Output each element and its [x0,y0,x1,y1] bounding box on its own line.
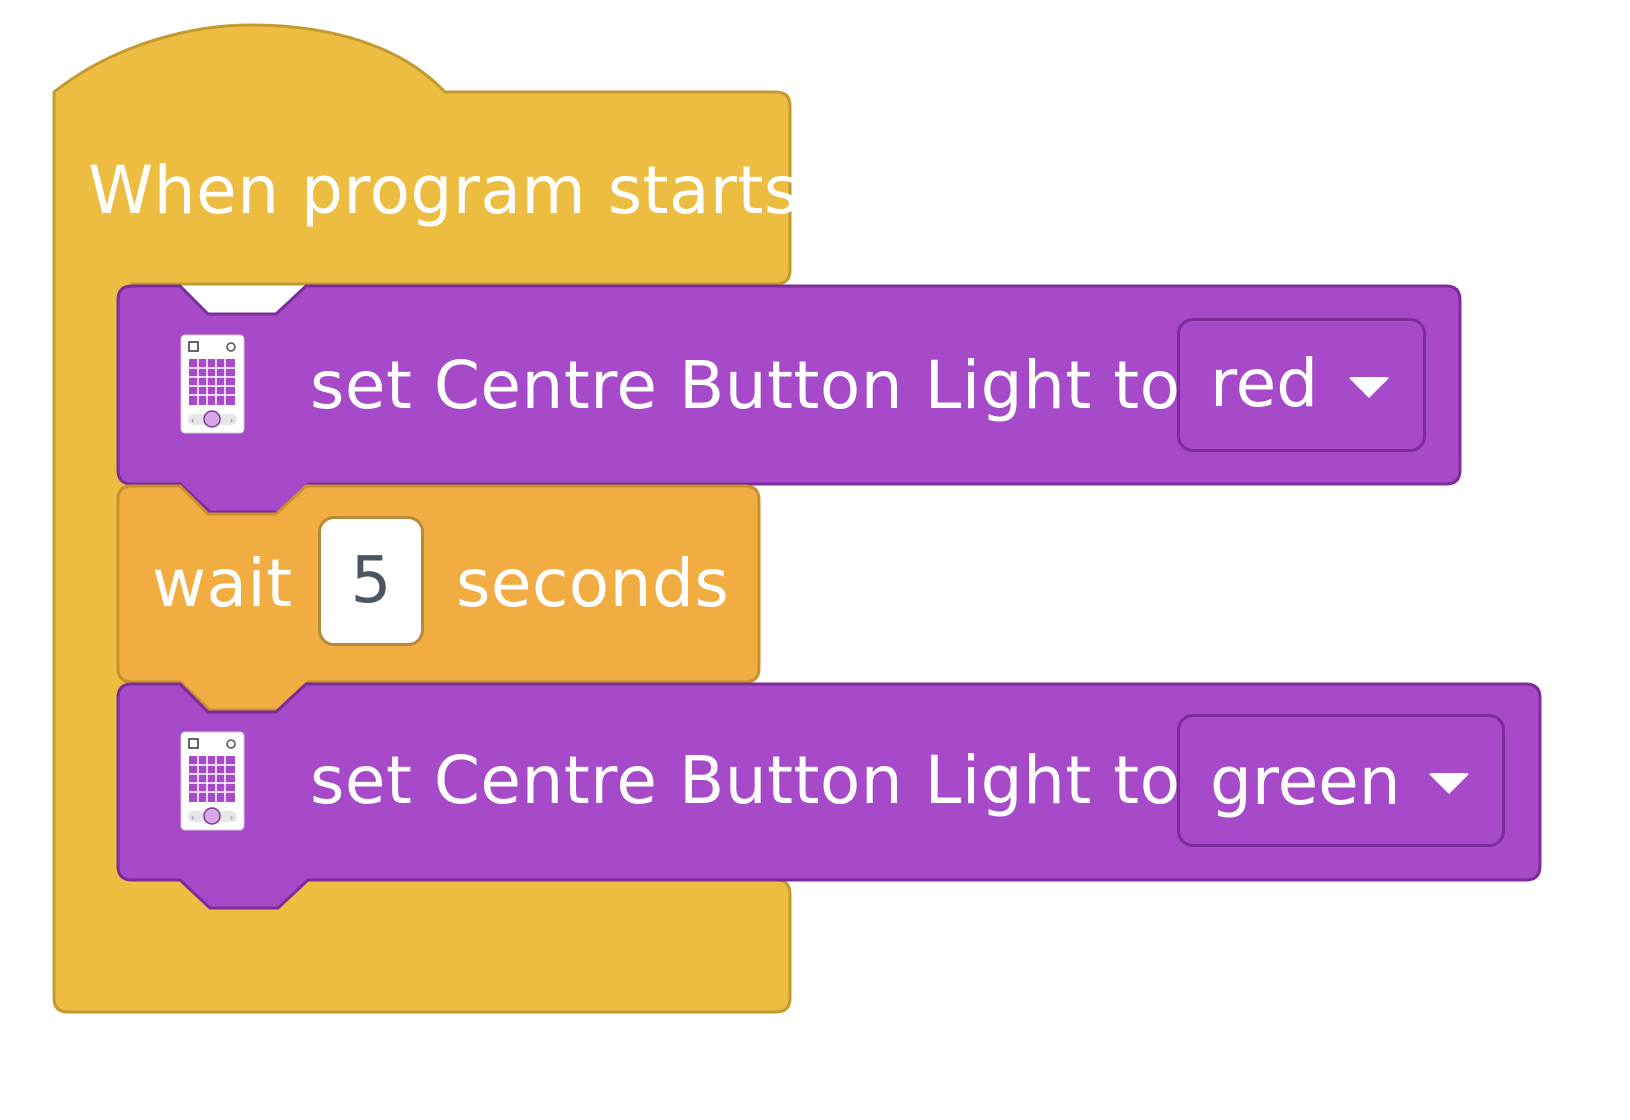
wait-block[interactable] [116,484,761,712]
dropdown-value: red [1210,345,1319,422]
device-icon: ‹ › [180,334,245,434]
seconds-label: seconds [456,545,730,622]
set-light-block-red[interactable] [116,284,1462,514]
svg-text:‹: ‹ [191,813,194,822]
svg-text:›: › [230,416,233,425]
set-light-label: set Centre Button Light to [310,347,1181,424]
svg-text:‹: ‹ [191,416,194,425]
light-color-dropdown[interactable]: red [1177,318,1426,452]
event-block-label: When program starts [88,152,799,229]
wait-label: wait [152,545,293,622]
event-hat-block[interactable] [52,23,792,1014]
dropdown-value: green [1210,743,1401,820]
device-icon: ‹ › [180,731,245,831]
chevron-down-icon [1348,377,1390,398]
svg-text:›: › [230,813,233,822]
set-light-label: set Centre Button Light to [310,742,1181,819]
wait-seconds-input[interactable]: 5 [318,516,424,646]
chevron-down-icon [1428,773,1470,794]
light-color-dropdown[interactable]: green [1177,714,1505,847]
